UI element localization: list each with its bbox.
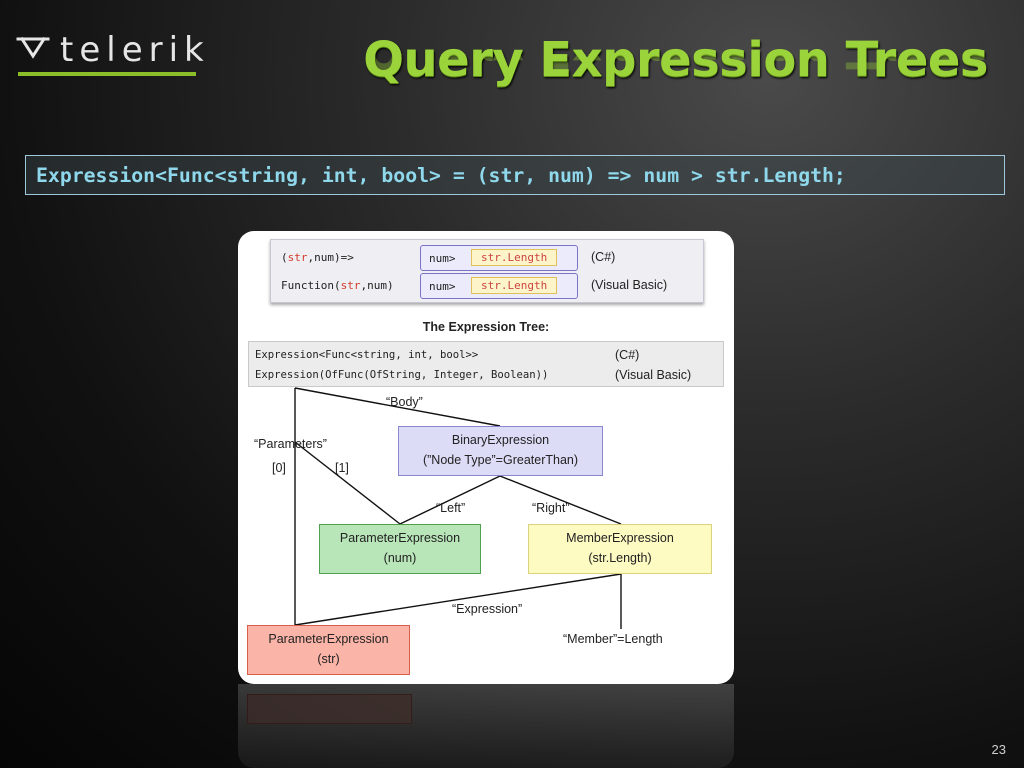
brand-name: telerik <box>60 30 210 70</box>
lambda-row-vb: Function(str,num) num> str.Length (Visua… <box>271 272 703 299</box>
type-lang-csharp: (C#) <box>615 348 640 362</box>
lang-label: (C#) <box>591 250 616 264</box>
lang-label: (Visual Basic) <box>591 278 668 292</box>
slide-title-reflection: Query Expression Trees <box>363 54 988 78</box>
label-expression: “Expression” <box>452 602 523 616</box>
code-snippet: Expression<Func<string, int, bool> = (st… <box>25 155 1005 195</box>
telerik-logo-icon <box>16 36 50 59</box>
type-code-vb: Expression(OfFunc(OfString, Integer, Boo… <box>255 369 549 381</box>
lambda-num: num> <box>429 280 456 293</box>
diagram-reflection <box>238 684 734 768</box>
node-parameter-num: ParameterExpression (num) <box>319 524 481 574</box>
page-number: 23 <box>991 742 1006 757</box>
node-detail: (str) <box>317 652 340 666</box>
edge-left <box>399 475 501 525</box>
node-parameter-str: ParameterExpression (str) <box>247 625 410 675</box>
label-body: “Body” <box>386 395 423 409</box>
node-title: MemberExpression <box>566 531 674 545</box>
edge-param-index1 <box>294 441 401 525</box>
label-member: “Member”=Length <box>563 632 663 646</box>
label-right: “Right” <box>532 501 570 515</box>
type-lang-vb: (Visual Basic) <box>615 368 692 382</box>
type-code-csharp: Expression<Func<string, int, bool>> <box>255 349 479 361</box>
node-binary-expression: BinaryExpression (”Node Type”=GreaterTha… <box>398 426 603 476</box>
edge-body <box>294 387 501 427</box>
node-title: ParameterExpression <box>339 531 461 545</box>
lambda-length: str.Length <box>471 277 557 294</box>
lambda-params: Function(str,num) <box>281 279 394 292</box>
label-parameters: “Parameters” <box>254 437 327 451</box>
node-title: ParameterExpression <box>268 632 389 646</box>
lambda-body-box: num> str.Length <box>420 273 578 299</box>
node-title: BinaryExpression <box>451 433 550 447</box>
edge-right <box>499 475 622 525</box>
lambda-body-box: num> str.Length <box>420 245 578 271</box>
lambda-params: (str,num)=> <box>281 251 354 264</box>
node-detail: (str.Length) <box>588 551 652 565</box>
telerik-logo: telerik <box>14 30 204 80</box>
lambda-row-csharp: (str,num)=> num> str.Length (C#) <box>271 244 703 271</box>
slide-title: Query Expression Trees <box>363 32 988 88</box>
lambda-length: str.Length <box>471 249 557 266</box>
expression-tree-diagram: (str,num)=> num> str.Length (C#) Functio… <box>238 231 734 684</box>
label-index-1: [1] <box>335 461 349 475</box>
lambda-num: num> <box>429 252 456 265</box>
label-index-0: [0] <box>272 461 286 475</box>
tree-heading: The Expression Tree: <box>422 320 550 334</box>
label-left: “Left” <box>436 501 466 515</box>
node-detail: (”Node Type”=GreaterThan) <box>422 453 579 467</box>
expression-type-box: Expression<Func<string, int, bool>> (C#)… <box>248 341 724 387</box>
node-member-expression: MemberExpression (str.Length) <box>528 524 712 574</box>
brand-underline <box>18 72 196 76</box>
edge-expression <box>294 573 622 626</box>
tree-edges <box>294 387 622 629</box>
lambda-panel: (str,num)=> num> str.Length (C#) Functio… <box>270 239 704 303</box>
node-detail: (num) <box>383 551 417 565</box>
